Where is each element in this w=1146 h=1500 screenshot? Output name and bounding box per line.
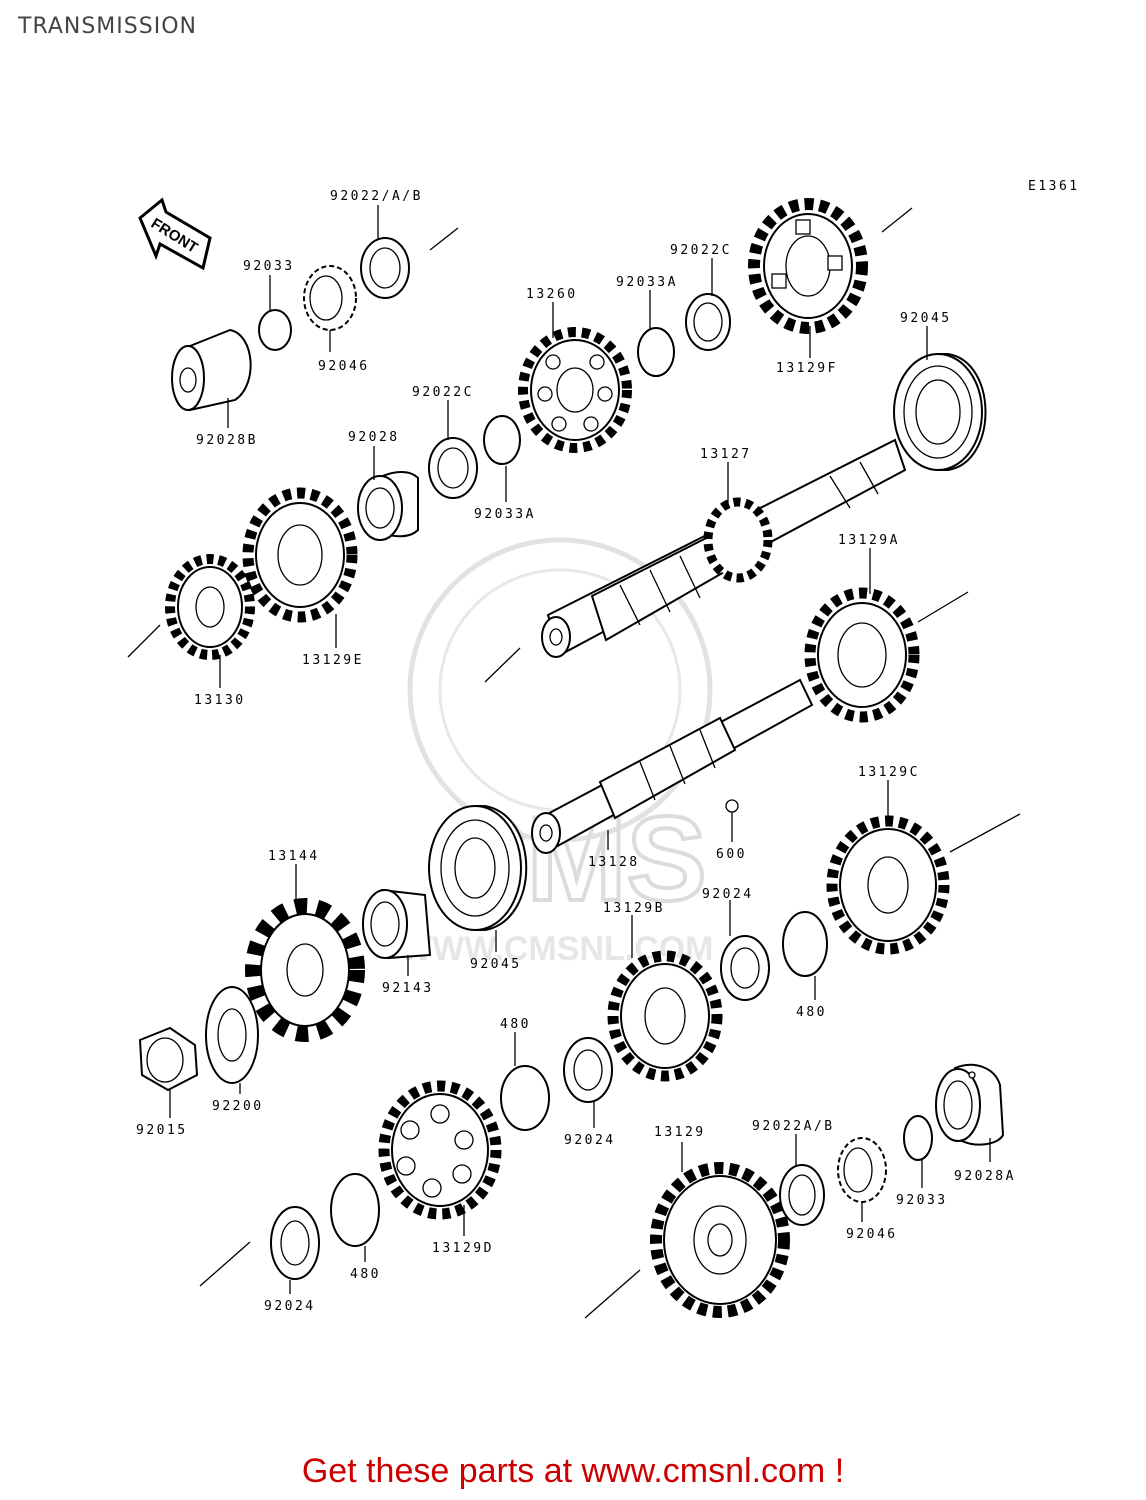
part-label: 92028A xyxy=(954,1169,1016,1184)
part-label: 92024 xyxy=(264,1299,316,1314)
part-label: 13129C xyxy=(858,765,920,780)
part-92143-collar-icon xyxy=(362,888,432,960)
part-92022c-lower-washer-icon xyxy=(428,437,478,499)
part-13129b-gear-icon xyxy=(607,950,723,1082)
part-label: 92028 xyxy=(348,430,400,445)
axis-lines xyxy=(127,207,1021,1319)
front-arrow-icon: FRONT xyxy=(138,197,212,271)
part-92028a-collar-icon xyxy=(935,1063,1005,1146)
part-13127-main-shaft-icon xyxy=(541,438,907,658)
part-label: 13144 xyxy=(268,849,320,864)
part-92200-lock-washer-icon xyxy=(205,986,259,1084)
part-13129f-gear-icon xyxy=(748,198,868,334)
part-label: 13128 xyxy=(588,855,640,870)
part-label: 92015 xyxy=(136,1123,188,1138)
part-600-ball-icon xyxy=(725,799,739,813)
part-label: 480 xyxy=(796,1005,827,1020)
part-label: 92033A xyxy=(474,507,536,522)
part-13129a-gear-icon xyxy=(804,587,920,723)
part-label: 92022C xyxy=(670,243,732,258)
part-92022c-washer-icon xyxy=(685,293,731,351)
part-label: 92033 xyxy=(243,259,295,274)
part-label: 92022A/B xyxy=(752,1119,835,1134)
part-label: 92033A xyxy=(616,275,678,290)
part-label: 92022C xyxy=(412,385,474,400)
part-label: 13130 xyxy=(194,693,246,708)
part-label: 480 xyxy=(350,1267,381,1282)
part-label: 92046 xyxy=(846,1227,898,1242)
part-92033a-lower-circlip-icon xyxy=(483,415,521,465)
page-title: TRANSMISSION xyxy=(18,14,197,39)
part-92046-needle-bearing-icon xyxy=(303,265,357,331)
part-13129c-gear-icon xyxy=(826,815,950,955)
diagram-code: E1361 xyxy=(1028,179,1080,194)
part-480-mid-circlip-icon xyxy=(500,1065,550,1131)
part-92033-circlip-icon xyxy=(258,309,292,351)
part-label: 13129B xyxy=(603,901,665,916)
part-92024-lower-washer-icon xyxy=(270,1206,320,1280)
part-13260-gear-icon xyxy=(518,327,632,453)
part-13130-gear-icon xyxy=(165,554,255,660)
part-labels: 92022/A/B 92033 92046 92028B 13260 92022… xyxy=(136,189,1016,1314)
part-92033a-circlip-icon xyxy=(637,327,675,377)
part-92045-lower-ball-bearing-icon xyxy=(428,805,528,931)
part-13129d-gear-icon xyxy=(378,1080,502,1220)
leader-lines xyxy=(169,205,991,1294)
part-label: 92024 xyxy=(564,1133,616,1148)
part-92024-washer-icon xyxy=(720,935,770,1001)
footer-parts-link[interactable]: Get these parts at www.cmsnl.com ! xyxy=(301,1452,845,1490)
part-label: 13129D xyxy=(432,1241,494,1256)
part-92015-nut-icon xyxy=(138,1026,199,1092)
part-13144-sprocket-icon xyxy=(245,898,365,1042)
part-92046-lower-needle-bearing-icon xyxy=(837,1137,887,1203)
part-480-lower-circlip-icon xyxy=(330,1173,380,1247)
part-92033-lower-circlip-icon xyxy=(903,1115,933,1161)
part-label: 480 xyxy=(500,1017,531,1032)
part-13129e-gear-icon xyxy=(242,487,358,623)
part-label: 13260 xyxy=(526,287,578,302)
part-label: 92024 xyxy=(702,887,754,902)
part-92028-collar-icon xyxy=(357,471,419,541)
part-92022-washer-icon xyxy=(360,237,410,299)
part-label: 13129 xyxy=(654,1125,706,1140)
part-92022ab-lower-washer-icon xyxy=(779,1164,825,1226)
part-label: 92033 xyxy=(896,1193,948,1208)
part-92028b-collar-icon xyxy=(171,328,252,412)
part-92045-ball-bearing-icon xyxy=(893,353,987,471)
part-480-circlip-icon xyxy=(782,911,828,977)
part-label: 92045 xyxy=(900,311,952,326)
part-label: 13129E xyxy=(302,653,364,668)
part-92024-mid-washer-icon xyxy=(563,1037,613,1103)
part-label: 92022/A/B xyxy=(330,189,423,204)
part-label: 92028B xyxy=(196,433,258,448)
part-label: 92046 xyxy=(318,359,370,374)
part-label: 13127 xyxy=(700,447,752,462)
part-label: 92045 xyxy=(470,957,522,972)
part-13128-counter-shaft-icon xyxy=(531,678,814,854)
part-label: 600 xyxy=(716,847,747,862)
part-label: 13129F xyxy=(776,361,838,376)
part-label: 92200 xyxy=(212,1099,264,1114)
part-13129-gear-icon xyxy=(650,1162,790,1318)
part-label: 13129A xyxy=(838,533,900,548)
part-label: 92143 xyxy=(382,981,434,996)
